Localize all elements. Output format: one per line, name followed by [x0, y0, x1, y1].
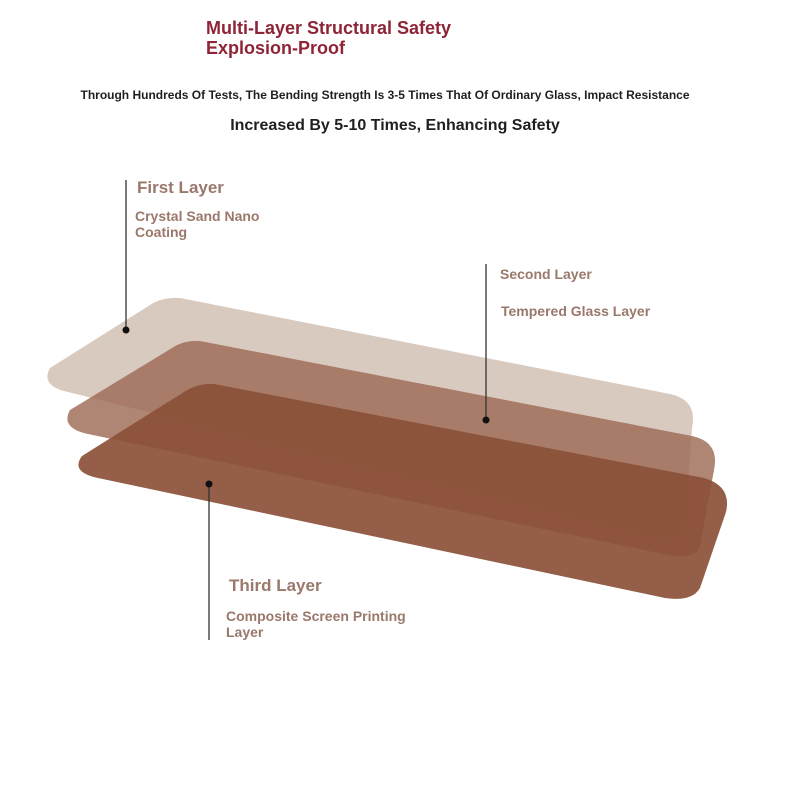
first-layer-dot: [122, 326, 130, 334]
first-layer-name: First Layer: [137, 178, 224, 197]
first-layer-desc-line-1: Crystal Sand Nano: [135, 208, 260, 224]
subtitle-line-2: Increased By 5-10 Times, Enhancing Safet…: [230, 117, 560, 134]
title-line-1: Multi-Layer Structural Safety: [206, 18, 452, 38]
second-layer-name: Second Layer: [500, 266, 592, 282]
third-layer-desc-line-1: Composite Screen Printing: [226, 608, 406, 624]
third-layer-plate: [78, 383, 728, 599]
first-layer-desc-line-2: Coating: [135, 224, 188, 240]
third-layer-desc-line-2: Layer: [226, 624, 264, 640]
third-layer-desc: Composite Screen Printing Layer: [226, 608, 406, 640]
third-layer-dot: [205, 480, 213, 488]
first-layer-desc: Crystal Sand Nano Coating: [135, 208, 259, 240]
second-layer-dot: [482, 416, 490, 424]
second-layer-desc: Tempered Glass Layer: [501, 303, 651, 319]
title-line-2: Explosion-Proof: [206, 38, 345, 58]
third-layer-name: Third Layer: [229, 576, 322, 595]
subtitle-line-1: Through Hundreds Of Tests, The Bending S…: [80, 88, 690, 102]
page-title: Multi-Layer Structural Safety Explosion-…: [206, 18, 566, 58]
